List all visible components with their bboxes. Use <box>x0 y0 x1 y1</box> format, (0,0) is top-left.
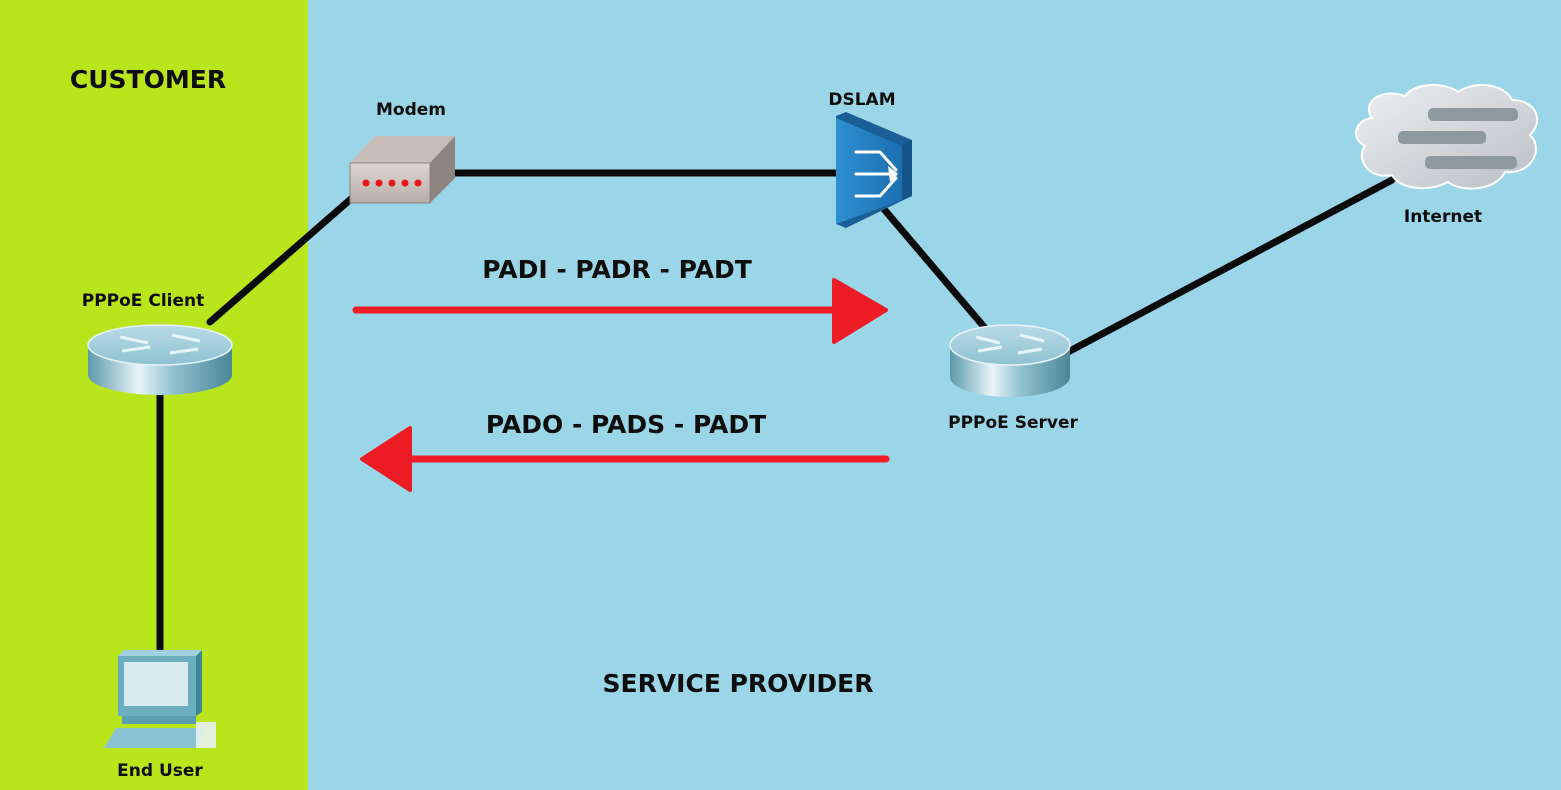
modem-label: Modem <box>376 100 446 120</box>
pppoe-client-label: PPPoE Client <box>82 291 204 311</box>
customer-zone-label: CUSTOMER <box>70 65 226 94</box>
provider-zone-label: SERVICE PROVIDER <box>603 669 874 698</box>
end-user-device[interactable]: End User <box>104 650 216 781</box>
dslam-icon <box>836 112 912 228</box>
pppoe-server-label: PPPoE Server <box>948 413 1078 433</box>
message-client-to-server: PADI - PADR - PADT <box>352 255 888 344</box>
modem-icon <box>349 136 455 204</box>
internet-device[interactable]: Internet <box>1355 84 1539 227</box>
arrow-left-head-icon <box>360 426 412 492</box>
end-user-label: End User <box>117 761 203 781</box>
dslam-device[interactable]: DSLAM <box>828 90 912 228</box>
link-client-modem <box>206 194 356 326</box>
links <box>156 169 1396 659</box>
pppoe-server-device[interactable]: PPPoE Server <box>948 324 1078 433</box>
message-server-to-client: PADO - PADS - PADT <box>360 410 890 492</box>
internet-label: Internet <box>1404 207 1482 227</box>
pppoe-client-device[interactable]: PPPoE Client <box>82 291 233 395</box>
message-server-to-client-label: PADO - PADS - PADT <box>486 410 766 439</box>
computer-icon <box>104 650 216 748</box>
router-icon <box>949 324 1071 397</box>
provider-zone <box>308 0 1561 790</box>
router-icon <box>87 324 233 395</box>
message-client-to-server-label: PADI - PADR - PADT <box>482 255 752 284</box>
arrow-right-head-icon <box>832 278 888 344</box>
dslam-label: DSLAM <box>828 90 895 110</box>
link-dslam-server <box>879 204 989 332</box>
cloud-icon <box>1355 84 1539 190</box>
modem-device[interactable]: Modem <box>349 100 455 204</box>
link-server-internet <box>1064 176 1396 356</box>
